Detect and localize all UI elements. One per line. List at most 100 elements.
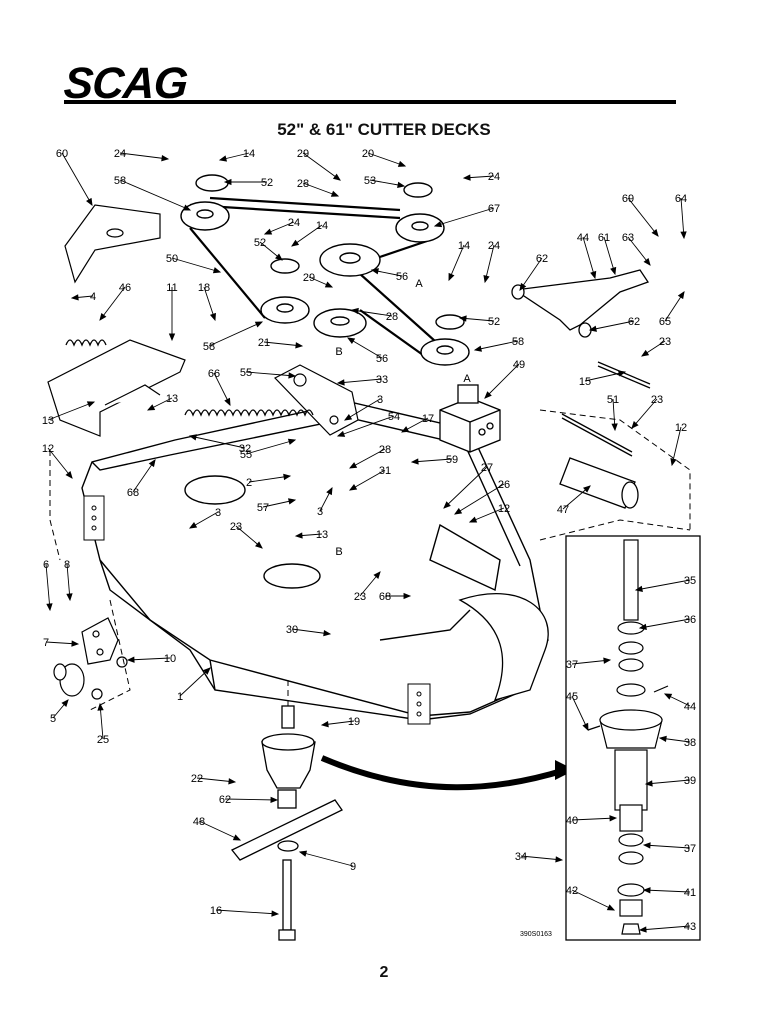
callout-leader (671, 426, 682, 466)
idler-top-right (403, 182, 433, 198)
callout-label: 59 (446, 454, 458, 466)
callout-label: 11 (166, 282, 177, 294)
callout-leader (344, 398, 381, 421)
callout-arrowhead (254, 321, 264, 328)
callout-label: 24 (488, 171, 500, 183)
callout-label: 51 (607, 394, 619, 406)
callout-arrowhead (161, 155, 170, 162)
callout-arrowhead (483, 274, 490, 284)
callout-arrowhead (97, 702, 104, 711)
callout-arrowhead (218, 155, 228, 162)
callout-label: 3 (215, 507, 221, 519)
callout-leader (639, 925, 691, 931)
callout-arrowhead (651, 228, 659, 237)
callout-leader (645, 779, 691, 785)
gearbox (439, 384, 501, 453)
callout-leader (198, 820, 241, 841)
callout-label: 45 (566, 691, 578, 703)
callout-label: 55 (240, 449, 252, 461)
callout-arrowhead (270, 796, 279, 804)
callout-arrowhead (638, 926, 647, 933)
callout-arrowhead (288, 372, 297, 379)
callout-leader (443, 466, 488, 509)
header-rule (64, 100, 676, 104)
callout-label: 28 (379, 444, 391, 456)
callout-label: 36 (684, 614, 696, 626)
callout-arrowhead (603, 657, 612, 664)
callout-arrowhead (330, 190, 340, 197)
callout-leader (627, 197, 659, 237)
callout-label: 24 (288, 217, 300, 229)
callout-label: B (335, 546, 342, 558)
callout-arrowhead (188, 434, 197, 441)
callout-leader (643, 889, 691, 893)
callout-label: 8 (64, 559, 70, 571)
callout-label: 2 (246, 477, 252, 489)
callout-label: 58 (512, 336, 524, 348)
callout-label: 57 (257, 502, 269, 514)
callout-arrowhead (631, 421, 639, 429)
callout-leader (571, 889, 615, 911)
callout-arrowhead (283, 473, 292, 481)
callout-label: 6 (43, 559, 49, 571)
callout-arrowhead (336, 379, 345, 386)
callout-leader (215, 909, 279, 915)
callout-label: 58 (203, 341, 215, 353)
callout-label: 61 (598, 232, 610, 244)
callout-leader (119, 152, 169, 160)
callout-leader (47, 401, 95, 421)
page-number: 2 (379, 964, 389, 981)
callout-leader (127, 657, 171, 661)
callout-label: 19 (348, 716, 360, 728)
callout-leader (584, 371, 626, 382)
callout-label: 3 (317, 506, 323, 518)
callout-label: 28 (386, 311, 398, 323)
callout-label: 14 (316, 220, 328, 232)
callout-arrowhead (255, 541, 263, 549)
callout-label: 24 (488, 240, 500, 252)
callout-label: 1 (177, 691, 183, 703)
callout-label: 53 (364, 175, 376, 187)
callout-arrowhead (397, 181, 406, 189)
callout-label: 38 (684, 737, 696, 749)
callout-label: 25 (97, 734, 109, 746)
callout-leader (45, 563, 51, 611)
callout-leader (411, 458, 453, 463)
callout-arrowhead (677, 291, 685, 300)
callout-label: 47 (557, 504, 569, 516)
callout-label: 48 (193, 816, 205, 828)
callout-label: 29 (303, 272, 315, 284)
callout-arrowhead (582, 722, 589, 732)
callout-arrowhead (232, 834, 242, 841)
callout-arrowhead (468, 516, 478, 523)
callout-label: 13 (316, 529, 328, 541)
callout-arrowhead (126, 656, 135, 663)
callout-leader (248, 475, 291, 483)
callout-label: 15 (579, 376, 591, 388)
callout-arrowhead (443, 501, 451, 509)
callout-label: 14 (458, 240, 470, 252)
assembly-dashes (49, 409, 691, 711)
callout-arrowhead (212, 267, 222, 274)
callout-label: 37 (684, 843, 696, 855)
callout-arrowhead (611, 423, 618, 432)
callout-arrowhead (610, 266, 617, 276)
deck-side-brackets (83, 495, 431, 725)
callout-label: 63 (622, 232, 634, 244)
callout-arrowhead (658, 735, 667, 742)
callout-arrowhead (462, 174, 471, 181)
callout-arrowhead (182, 204, 192, 211)
callout-arrowhead (663, 693, 673, 700)
callout-leader (635, 579, 691, 591)
callout-arrowhead (228, 778, 237, 785)
callout-leader (245, 439, 296, 455)
callout-arrowhead (288, 498, 297, 505)
callout-label: 16 (210, 905, 222, 917)
callout-arrowhead (203, 667, 211, 675)
callout-arrowhead (65, 470, 73, 479)
callout-leader (351, 309, 393, 317)
callout-arrowhead (326, 486, 333, 496)
callout-arrowhead (555, 856, 564, 863)
